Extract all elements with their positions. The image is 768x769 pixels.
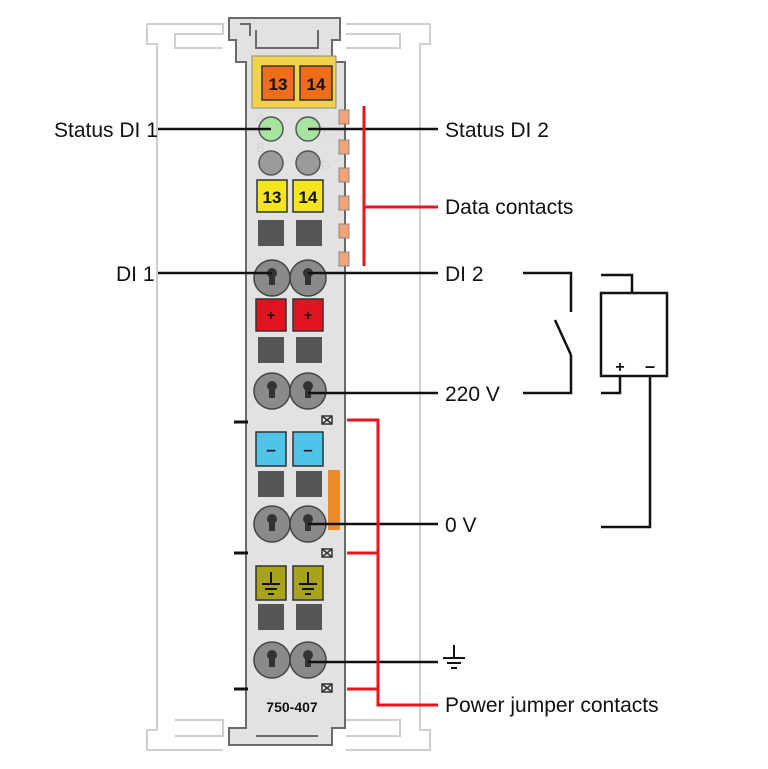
plus-terminal-right: + [292, 298, 324, 332]
svg-text:14: 14 [307, 75, 326, 94]
leader-lines [158, 127, 438, 664]
release-slot [258, 220, 284, 246]
svg-text:14: 14 [299, 188, 318, 207]
clamp-pair-di [253, 259, 327, 297]
label-220v: 220 V [445, 383, 500, 406]
release-slot [296, 604, 322, 630]
part-number: 750-407 [266, 699, 318, 715]
minus-terminal-left: – [255, 431, 287, 467]
release-slot [296, 337, 322, 363]
label-data-contacts: Data contacts [445, 196, 573, 219]
data-contact-tabs [338, 109, 350, 267]
label-di1: DI 1 [116, 263, 155, 286]
source-minus-sign: – [645, 356, 655, 376]
release-slot [258, 337, 284, 363]
label-power-jumper-contacts: Power jumper contacts [445, 694, 659, 717]
svg-text:–: – [266, 440, 275, 459]
led-off-right [295, 150, 321, 176]
release-slot [296, 220, 322, 246]
svg-text:+: + [304, 307, 312, 323]
earth-symbol [443, 645, 465, 669]
left-jumper-ticks [234, 420, 248, 691]
svg-text:13: 13 [269, 75, 288, 94]
din-rail-outline [146, 23, 431, 751]
terminal-14: 14 [292, 179, 324, 213]
label-di2: DI 2 [445, 263, 484, 286]
top-terminal-right: 14 [299, 65, 333, 101]
label-status-di1: Status DI 1 [54, 119, 158, 142]
label-0v: 0 V [445, 514, 477, 537]
svg-text:13: 13 [263, 188, 282, 207]
plus-terminal-left: + [255, 298, 287, 332]
jumper-marker [321, 415, 333, 693]
label-status-di2: Status DI 2 [445, 119, 549, 142]
external-circuit [523, 271, 669, 529]
minus-terminal-right: – [292, 431, 324, 467]
data-contacts-bracket [362, 106, 438, 266]
power-jumper-bracket [347, 418, 438, 707]
terminal-13: 13 [256, 179, 288, 213]
earth-terminal-left [255, 565, 287, 601]
source-plus-sign: + [615, 359, 624, 376]
led-letter-a: A [256, 110, 265, 125]
led-letter-c: C [323, 125, 332, 140]
led-letter-d: D [321, 158, 330, 173]
release-slot [258, 471, 284, 497]
svg-text:–: – [303, 440, 312, 459]
top-terminal-left: 13 [261, 65, 295, 101]
svg-text:+: + [267, 307, 275, 323]
release-slot [296, 471, 322, 497]
orange-side-tab [328, 470, 340, 530]
led-off-left [258, 150, 284, 176]
release-slot [258, 604, 284, 630]
earth-terminal-right [292, 565, 324, 601]
led-letter-b: B [256, 140, 265, 155]
